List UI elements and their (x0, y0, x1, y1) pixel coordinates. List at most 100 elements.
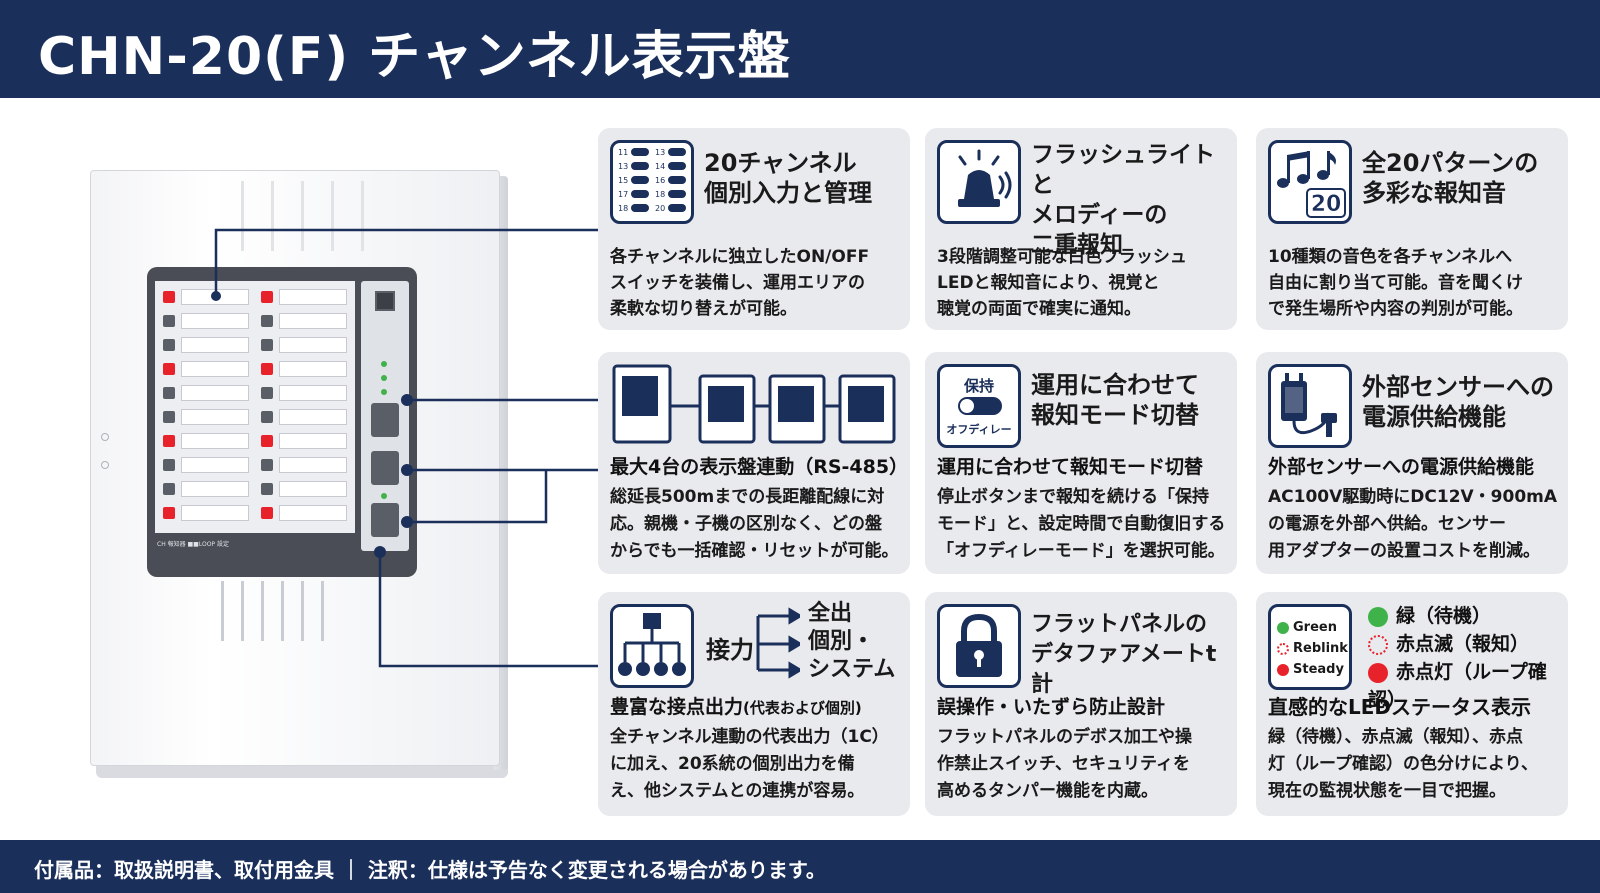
channel-row (159, 431, 253, 451)
vent (301, 181, 304, 251)
legend-item-green: 緑（待機） (1368, 602, 1568, 630)
feature-card-flash: フラッシュライトと メロディーの 二重報知 3段階調整可能な白色フラッシュ LE… (925, 128, 1237, 330)
channel-row (257, 359, 351, 379)
channel-label (181, 337, 249, 353)
linked-panels-icon (610, 362, 900, 446)
card-subtitle: 運用に合わせて報知モード切替 (937, 456, 1204, 478)
channel-switch-icon: 11 13 15 17 18 13 14 16 18 20 (610, 140, 694, 224)
channel-label (181, 313, 249, 329)
feature-card-linkage: 最大4台の表示盤連動（RS-485） 総延長500mまでの長距離配線に対 応。親… (598, 352, 910, 574)
svg-text:16: 16 (655, 176, 665, 185)
power-adapter-icon (1268, 364, 1352, 448)
card-title: 運用に合わせて 報知モード切替 (1031, 371, 1199, 429)
svg-text:11: 11 (618, 148, 628, 157)
channel-led (163, 363, 175, 375)
svg-text:17: 17 (618, 190, 628, 199)
channel-label (279, 361, 347, 377)
channel-led (261, 339, 273, 351)
card-body: AC100V駆動時にDC12V・900mA の電源を外部へ供給。センサー 用アダ… (1268, 487, 1558, 561)
card-body: 3段階調整可能な白色フラッシュ LEDと報知音により、視覚と 聴覚の両面で確実に… (937, 247, 1187, 319)
card-body: 全チャンネル連動の代表出力（1C） に加え、20系統の個別出力を備 え、他システ… (610, 727, 889, 801)
legend-item-steady: 赤点灯（ループ確認） (1368, 661, 1547, 711)
channel-label (279, 385, 347, 401)
channel-label (181, 361, 249, 377)
stop-button[interactable] (371, 451, 399, 485)
card-subtitle: 誤操作・いたずら防止設計 (937, 696, 1166, 718)
led-legend: 緑（待機） 赤点滅（報知） 赤点灯（ループ確認） (1368, 602, 1568, 714)
status-led (381, 493, 387, 499)
screw (101, 433, 109, 441)
card-subtitle: 豊富な接点出力(代表および個別) (610, 696, 862, 718)
channel-led (261, 435, 273, 447)
channel-label (279, 481, 347, 497)
channel-label (279, 433, 347, 449)
channel-row (159, 311, 253, 331)
vent (221, 581, 224, 641)
channel-row (159, 383, 253, 403)
output-item: 個別・ (808, 629, 875, 654)
footer-note: 付属品：取扱説明書、取付用金具 ｜ 注釈：仕様は予告なく変更される場合があります… (34, 858, 826, 882)
channel-grid (155, 281, 355, 533)
card-title: フラットパネルの デタファアメートt計 (1031, 612, 1217, 697)
reset-button[interactable] (371, 503, 399, 537)
svg-text:20: 20 (655, 204, 665, 213)
card-body: 緑（待機）、赤点滅（報知）、赤点 灯（ループ確認）の色分けにより、 現在の監視状… (1268, 727, 1538, 801)
status-led (381, 389, 387, 395)
channel-led (163, 339, 175, 351)
channel-row (257, 383, 351, 403)
output-item: システム (808, 657, 896, 682)
output-item: 全出 (808, 601, 853, 626)
svg-text:18: 18 (618, 204, 628, 213)
connector-dot (374, 546, 386, 558)
card-title: 20チャンネル 個別入力と管理 (704, 149, 872, 207)
channel-row (257, 431, 351, 451)
channel-led (163, 435, 175, 447)
svg-text:13: 13 (655, 148, 665, 157)
channel-label (279, 409, 347, 425)
channel-row (159, 407, 253, 427)
channel-label (181, 457, 249, 473)
channel-led (163, 387, 175, 399)
channel-label (279, 457, 347, 473)
channel-label (279, 289, 347, 305)
connector-dot (211, 291, 221, 301)
volume-button[interactable] (371, 403, 399, 437)
channel-led (261, 411, 273, 423)
panel-label: CH 報知器 ■■LOOP 設定 (157, 541, 229, 548)
svg-text:13: 13 (618, 162, 628, 171)
channel-label (181, 505, 249, 521)
channel-row (257, 479, 351, 499)
channel-row (159, 479, 253, 499)
channel-row (257, 503, 351, 523)
channel-led (261, 291, 273, 303)
card-title: フラッシュライトと メロディーの 二重報知 (1031, 142, 1215, 258)
vent (241, 181, 244, 251)
header-bar: CHN-20(F) チャンネル表示盤 (0, 0, 1600, 98)
card-body: フラットパネルのデボス加工や操 作禁止スイッチ、セキュリティを 高めるタンパー機… (937, 727, 1192, 801)
footer-bar: 付属品：取扱説明書、取付用金具 ｜ 注釈：仕様は予告なく変更される場合があります… (0, 840, 1600, 893)
channel-led (261, 507, 273, 519)
card-body: 各チャンネルに独立したON/OFF スイッチを装備し、運用エリアの 柔軟な切り替… (610, 247, 870, 319)
svg-text:18: 18 (655, 190, 665, 199)
channel-row (257, 311, 351, 331)
channel-row (159, 335, 253, 355)
channel-label (279, 313, 347, 329)
connector-dot (401, 394, 413, 406)
network-tree-icon (610, 604, 694, 688)
channel-row (257, 407, 351, 427)
connector-line (378, 552, 598, 668)
channel-row (159, 359, 253, 379)
connector-line (407, 470, 548, 524)
channel-label (279, 505, 347, 521)
connector-dot (401, 464, 413, 476)
status-led (381, 361, 387, 367)
feature-card-power: 外部センサーへの 電源供給機能 外部センサーへの電源供給機能 AC100V駆動時… (1256, 352, 1568, 574)
feature-card-outputs: 接力 全出 個別・ システム 豊富な接点出力(代表および個別) 全チャンネル連動… (598, 592, 910, 816)
lock-icon (937, 604, 1021, 688)
channel-label (181, 409, 249, 425)
svg-text:14: 14 (655, 162, 665, 171)
output-list: 全出 個別・ システム (808, 600, 895, 684)
channel-led (163, 315, 175, 327)
music-notes-icon: 20 (1268, 140, 1352, 224)
